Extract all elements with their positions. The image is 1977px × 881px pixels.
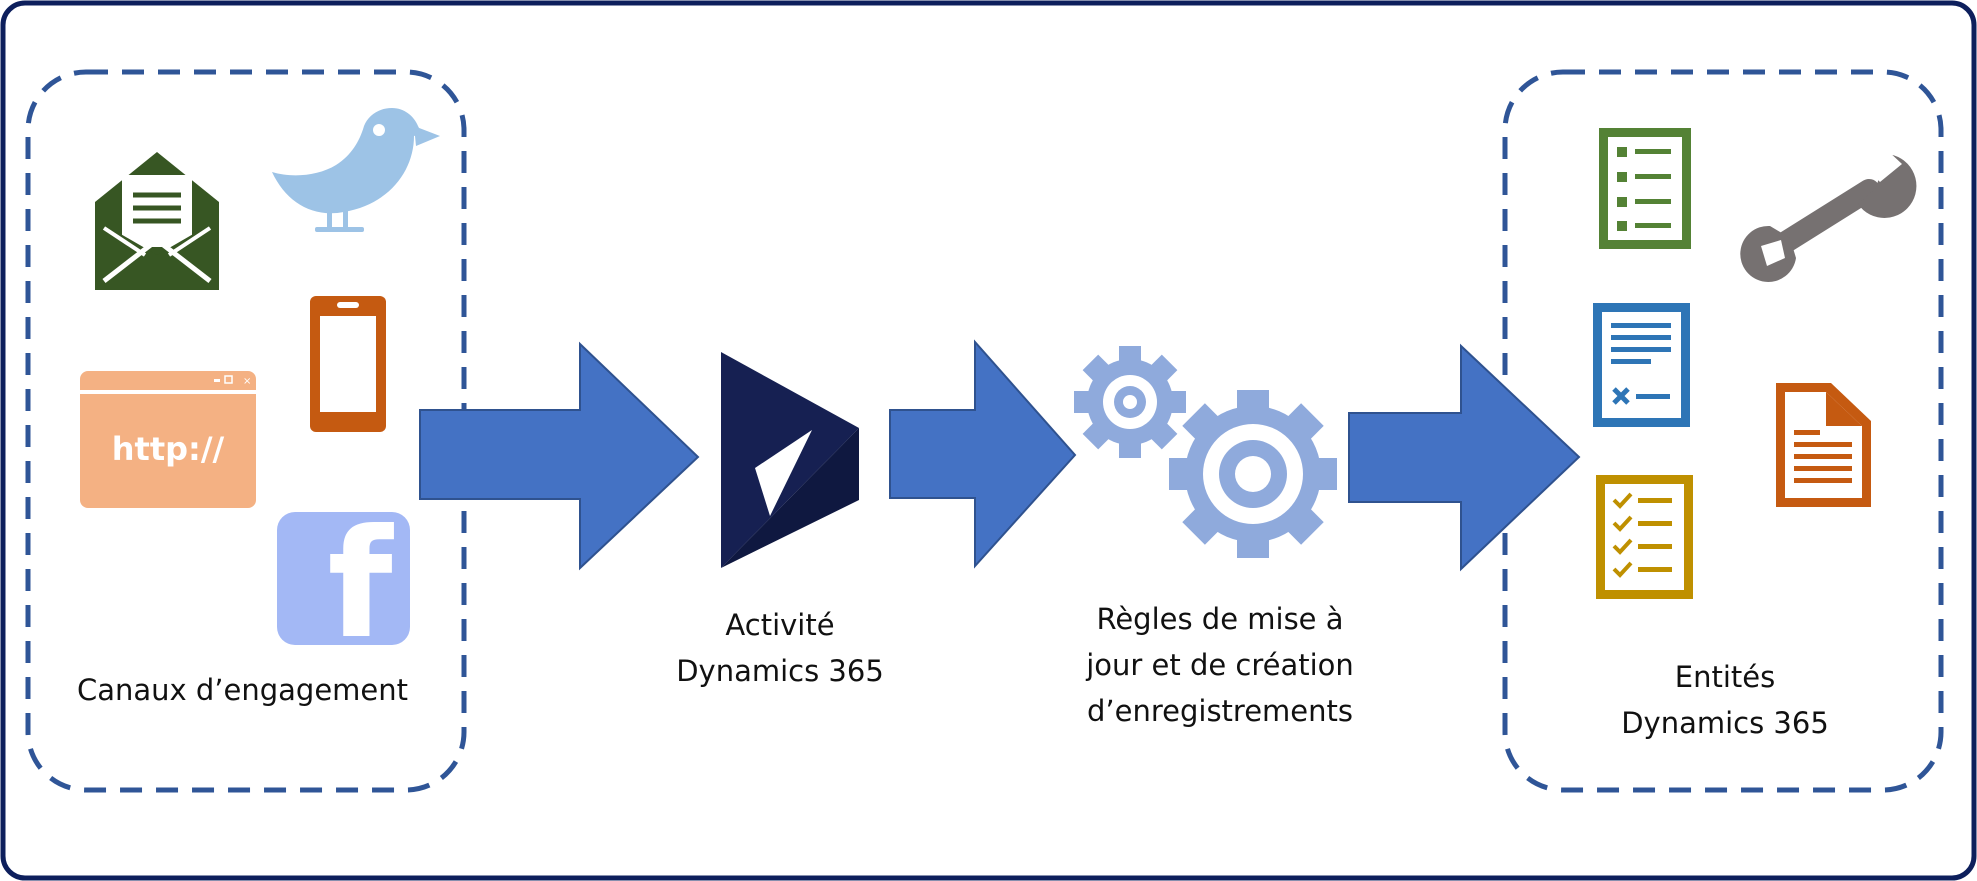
entities-label: Entités Dynamics 365 [1580,654,1870,746]
form-icon [1593,303,1690,427]
facebook-icon: f [277,498,410,672]
channels-label: Canaux d’engagement [40,667,445,713]
mobile-phone-icon [310,296,386,432]
rules-label-line3: d’enregistrements [1087,694,1353,728]
facebook-letter: f [327,498,394,672]
svg-text:×: × [243,376,251,387]
rules-label: Règles de mise à jour et de création d’e… [1050,596,1390,734]
dynamics-365-logo-icon [721,352,859,568]
arrow-activity-to-rules [889,339,1077,569]
arrow-rules-to-entities [1348,343,1581,572]
checklist-icon [1596,475,1693,599]
activity-label: Activité Dynamics 365 [640,602,920,694]
arrow-channels-to-activity [419,341,700,571]
rules-label-line2: jour et de création [1086,648,1354,682]
rules-label-line1: Règles de mise à [1096,602,1344,636]
wrench-icon [1740,150,1917,282]
entities-label-line1: Entités [1674,660,1776,694]
channels-group-box [25,69,467,793]
twitter-bird-icon [272,108,440,232]
document-icon [1776,383,1871,507]
channels-label-text: Canaux d’engagement [76,673,409,707]
list-icon [1599,128,1691,249]
entities-label-line2: Dynamics 365 [1621,706,1829,740]
web-icon-text: http:// [112,430,225,468]
email-icon [95,152,219,290]
activity-label-line2: Dynamics 365 [676,654,884,688]
activity-label-line1: Activité [725,608,835,642]
web-browser-icon: × http:// [80,371,256,508]
